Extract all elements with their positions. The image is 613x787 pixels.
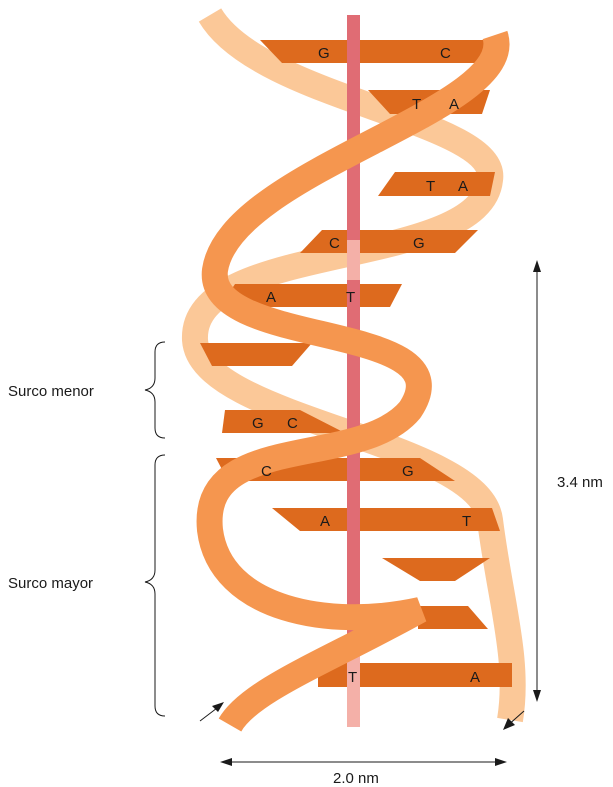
width-arrow-right-icon xyxy=(495,758,507,766)
right-diameter-arrow-icon xyxy=(503,718,515,730)
base-9-right: T xyxy=(462,513,471,530)
base-9-left: A xyxy=(320,513,330,530)
helix-axis-front-upper xyxy=(347,15,360,240)
base-12-right: A xyxy=(470,669,480,686)
helix-axis-front-mid xyxy=(347,280,360,640)
pitch-label: 3.4 nm xyxy=(557,474,603,491)
base-7-left: G xyxy=(252,415,264,432)
helix-front-strand xyxy=(196,30,510,733)
base-1-right: C xyxy=(440,45,451,62)
base-3-left: T xyxy=(426,178,435,195)
minor-groove-brace xyxy=(144,341,166,439)
base-pair-11 xyxy=(418,606,488,629)
width-label: 2.0 nm xyxy=(333,770,379,787)
base-pair-6 xyxy=(200,343,312,366)
base-4-right: G xyxy=(413,235,425,252)
left-diameter-arrow-icon xyxy=(212,702,224,712)
base-5-right: T xyxy=(346,289,355,306)
base-7-right: C xyxy=(287,415,298,432)
minor-groove-label: Surco menor xyxy=(8,383,94,400)
base-2-right: A xyxy=(449,96,459,113)
base-pair-1 xyxy=(260,40,495,63)
base-3-right: A xyxy=(458,178,468,195)
major-groove-label: Surco mayor xyxy=(8,575,93,592)
base-5-left: A xyxy=(266,289,276,306)
base-8-left: C xyxy=(261,463,272,480)
pitch-arrow-top-icon xyxy=(533,260,541,272)
base-8-right: G xyxy=(402,463,414,480)
base-letters: G C T A T A C G A T G C C G A T T A xyxy=(252,45,480,686)
width-arrow-left-icon xyxy=(220,758,232,766)
base-pair-3 xyxy=(378,172,495,196)
base-pair-10 xyxy=(382,558,490,581)
base-pair-9 xyxy=(272,508,500,531)
base-2-left: T xyxy=(412,96,421,113)
pitch-arrow-bottom-icon xyxy=(533,690,541,702)
base-4-left: C xyxy=(329,235,340,252)
major-groove-brace xyxy=(144,454,166,717)
base-12-left: T xyxy=(348,669,357,686)
base-pair-7 xyxy=(222,410,345,433)
base-pair-4 xyxy=(300,230,478,253)
base-pair-12 xyxy=(318,663,512,687)
base-1-left: G xyxy=(318,45,330,62)
